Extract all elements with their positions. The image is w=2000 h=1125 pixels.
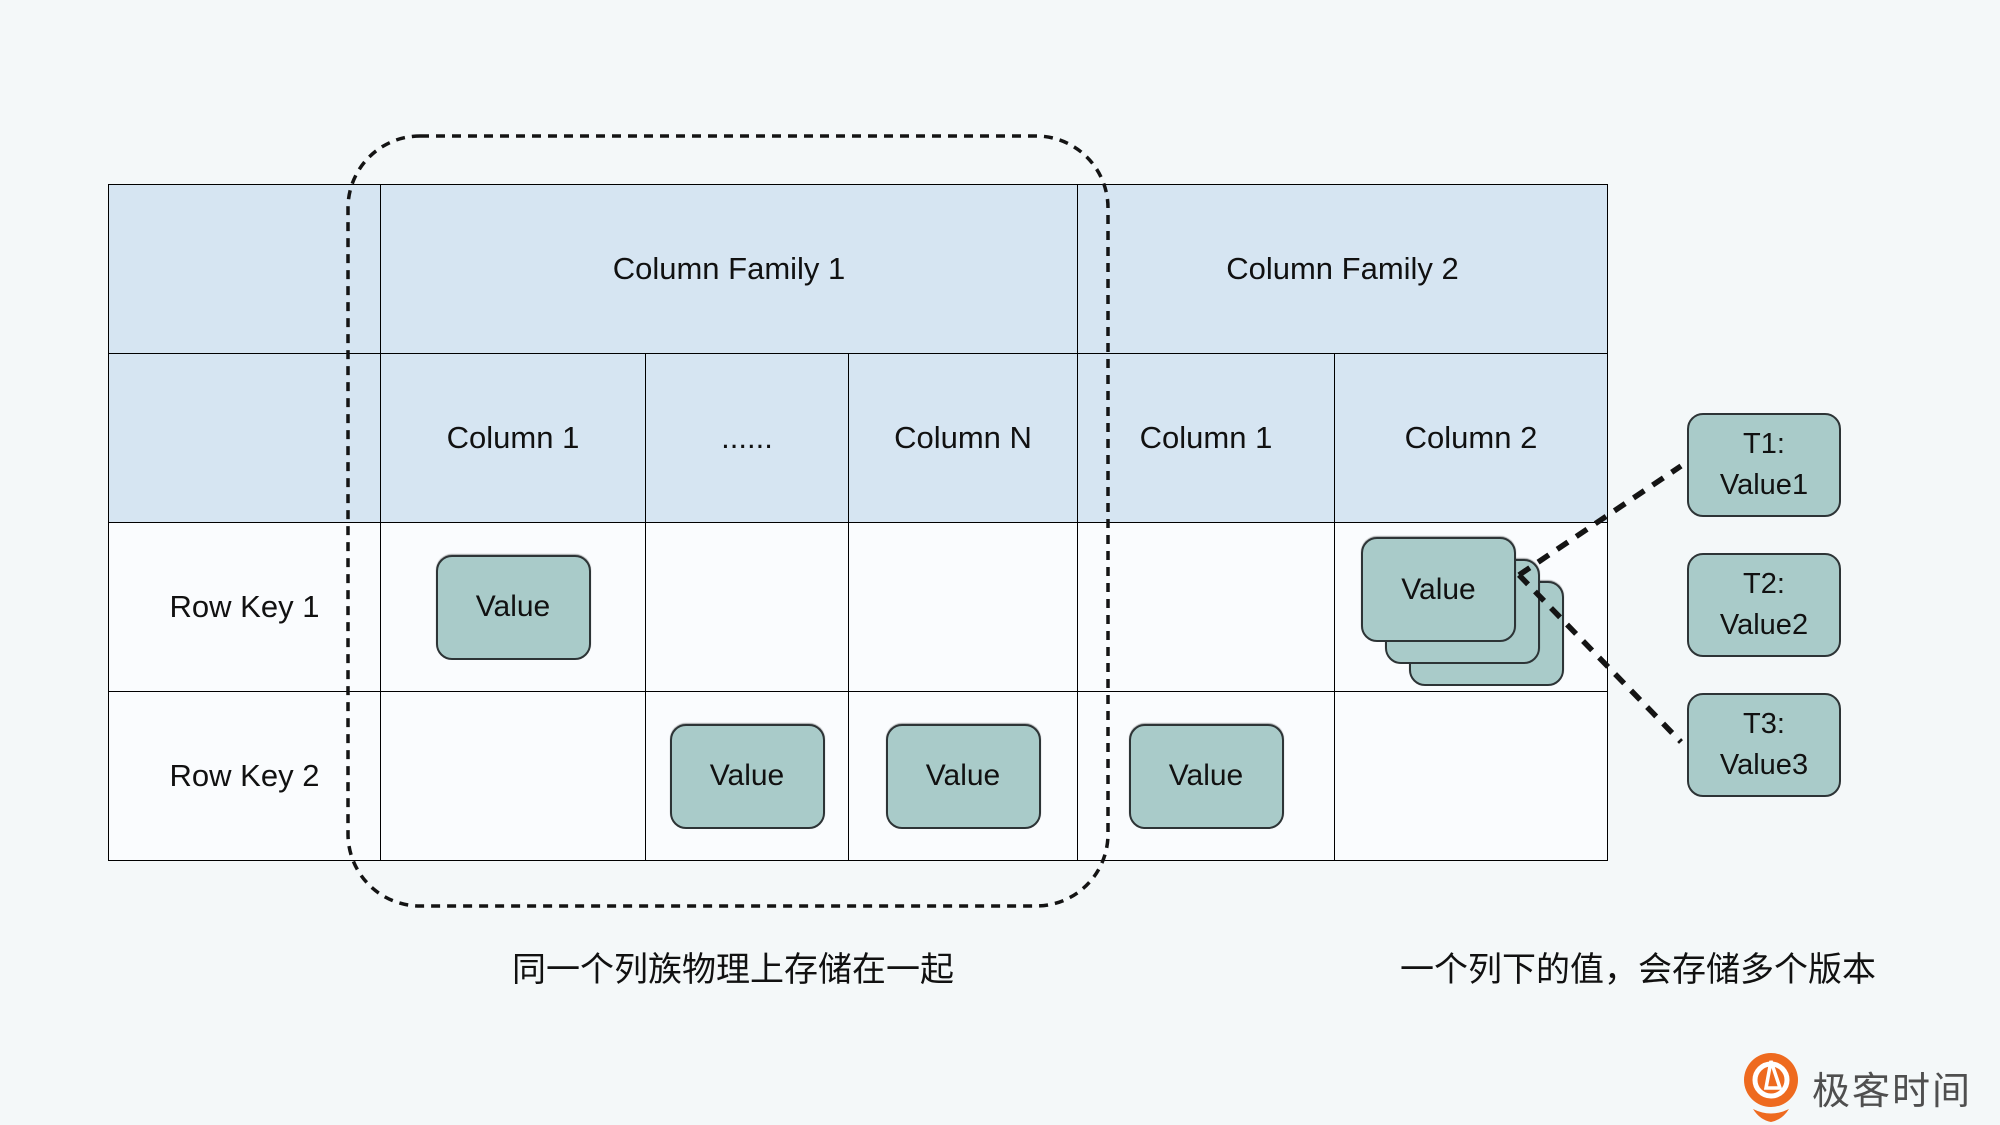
version-box-t1: T1: Value1 [1687, 413, 1841, 517]
version-t1-value: Value1 [1719, 469, 1809, 501]
cf2-column-1-header: Column 1 [1078, 354, 1335, 523]
cell-r1-cf1-dots [646, 523, 849, 692]
cf2-column-2-label: Column 2 [1404, 420, 1538, 455]
cell-r1-cf2-col1 [1078, 523, 1335, 692]
geektime-logo-icon [1744, 1053, 1798, 1122]
row-key-2-label: Row Key 2 [169, 758, 320, 793]
version-box-t2: T2: Value2 [1687, 553, 1841, 657]
value-box: Value [1128, 723, 1284, 829]
cf1-column-n-header: Column N [849, 354, 1078, 523]
column-family-2-label: Column Family 2 [1226, 251, 1459, 286]
column-family-1-label: Column Family 1 [612, 251, 846, 286]
subheader-blank-cell [109, 354, 381, 523]
cf2-column-1-label: Column 1 [1139, 420, 1273, 455]
row-key-2-cell: Row Key 2 [109, 692, 381, 861]
column-family-1-header: Column Family 1 [381, 185, 1078, 354]
version-t2-value: Value2 [1719, 609, 1809, 641]
cf1-column-ellipsis-label: ...... [721, 420, 773, 455]
value-box: Value [669, 723, 825, 829]
version-t1-time: T1: [1743, 427, 1785, 460]
cell-r2-cf2-col1: Value [1078, 692, 1335, 861]
value-box: Value [435, 554, 591, 660]
value-box-stacked-front: Value [1361, 537, 1516, 642]
version-t3-value: Value3 [1719, 749, 1809, 781]
cell-r1-cf1-coln [849, 523, 1078, 692]
cell-r2-cf1-coln: Value [849, 692, 1078, 861]
version-t2-time: T2: [1743, 567, 1785, 600]
cell-r1-cf1-col1: Value [381, 523, 646, 692]
cell-r2-cf1-col1 [381, 692, 646, 861]
column-family-caption: 同一个列族物理上存储在一起 [512, 951, 954, 989]
column-family-2-header: Column Family 2 [1078, 185, 1608, 354]
version-t3-time: T3: [1743, 707, 1785, 740]
cell-r2-cf1-dots: Value [646, 692, 849, 861]
cf1-column-ellipsis-header: ...... [646, 354, 849, 523]
value-box: Value [885, 723, 1041, 829]
versions-caption: 一个列下的值，会存储多个版本 [1400, 951, 1876, 989]
cell-r2-cf2-col2 [1335, 692, 1608, 861]
cf1-column-1-label: Column 1 [446, 420, 580, 455]
geektime-logo-text: 极客时间 [1812, 1070, 1973, 1113]
corner-cell [109, 185, 381, 354]
hbase-table: Column Family 1 Column Family 2 Column 1… [108, 184, 1608, 861]
cf1-column-n-label: Column N [894, 420, 1032, 455]
cf1-column-1-header: Column 1 [381, 354, 646, 523]
cell-r1-cf2-col2: Value [1335, 523, 1608, 692]
row-key-1-cell: Row Key 1 [109, 523, 381, 692]
cf2-column-2-header: Column 2 [1335, 354, 1608, 523]
version-box-t3: T3: Value3 [1687, 693, 1841, 797]
geektime-logo: 极客时间 [1742, 1052, 1972, 1122]
row-key-1-label: Row Key 1 [169, 589, 320, 624]
